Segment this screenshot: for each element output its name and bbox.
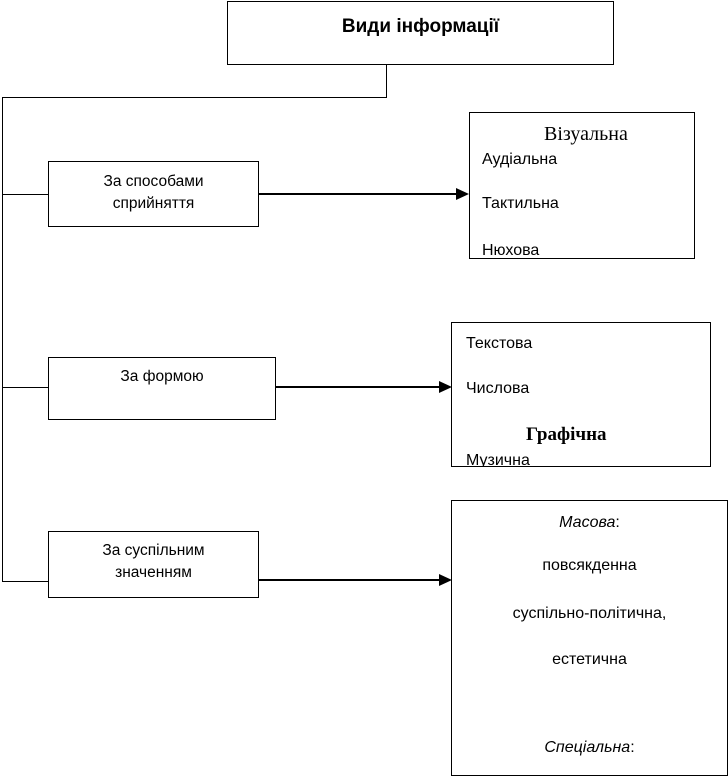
connector-branch-1: [2, 194, 48, 195]
perception-audio: Аудіальна: [482, 151, 558, 168]
category-social: За суспільним значенням: [48, 531, 259, 598]
category-form: За формою: [48, 357, 276, 420]
title-box: Види інформації: [227, 1, 614, 65]
category-perception: За способами сприйняття: [48, 161, 259, 227]
social-sociopolitical: суспільно-політична,: [512, 605, 667, 622]
category-perception-line1: За способами: [103, 173, 204, 190]
perception-tactile: Тактильна: [482, 195, 559, 212]
perception-visual: Візуальна: [544, 123, 628, 145]
form-graphic: Графічна: [526, 424, 607, 445]
form-text: Текстова: [466, 335, 533, 352]
category-social-line1: За суспільним: [102, 542, 205, 559]
social-special-colon: :: [630, 739, 635, 756]
social-mass-colon: :: [615, 514, 620, 531]
social-aesthetic: естетична: [552, 651, 627, 668]
diagram-title: Види інформації: [341, 16, 500, 37]
social-everyday: повсякденна: [542, 557, 637, 574]
perception-olfactory: Нюхова: [482, 242, 540, 259]
social-mass-line: Масова:: [452, 514, 727, 532]
social-mass: Масова: [559, 514, 616, 531]
form-music: Музична: [466, 452, 530, 467]
connector-trunk: [2, 97, 3, 582]
social-special: Спеціальна: [544, 739, 631, 756]
arrow-3-head: [439, 574, 452, 586]
category-form-label: За формою: [120, 368, 204, 385]
category-social-line2: значенням: [115, 564, 192, 581]
perception-types-box: Візуальна Аудіальна Тактильна Нюхова: [469, 112, 695, 259]
category-perception-line2: сприйняття: [112, 195, 195, 212]
form-numeric: Числова: [466, 380, 530, 397]
social-special-line: Спеціальна:: [452, 739, 727, 757]
arrow-2-shaft: [276, 386, 441, 388]
arrow-1-head: [456, 188, 469, 200]
connector-branch-2: [2, 387, 48, 388]
arrow-3-shaft: [259, 579, 441, 581]
connector-title-down: [386, 65, 387, 98]
arrow-1-shaft: [259, 193, 458, 195]
connector-top-horizontal: [2, 97, 387, 98]
arrow-2-head: [439, 381, 452, 393]
form-types-box: Текстова Числова Графічна Музична: [451, 322, 711, 467]
connector-branch-3: [2, 581, 48, 582]
social-types-box: Масова: повсякденна суспільно-політична,…: [451, 500, 728, 776]
